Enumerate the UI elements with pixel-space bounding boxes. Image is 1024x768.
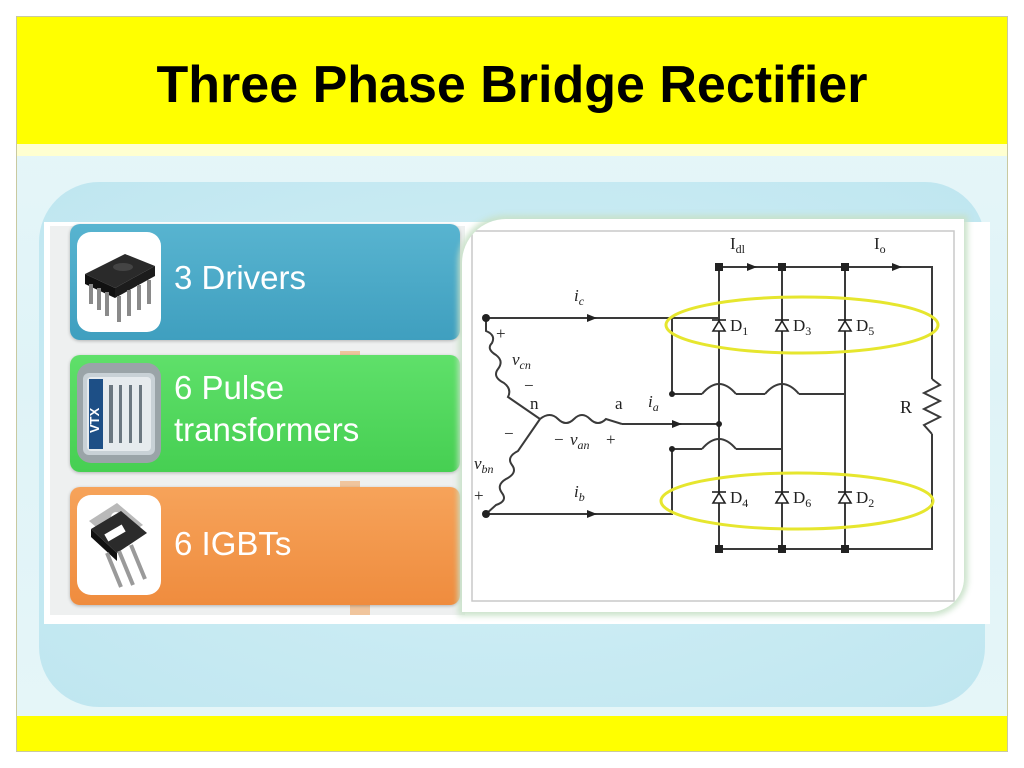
label-node-a: a bbox=[615, 394, 623, 413]
bottom-band bbox=[17, 716, 1007, 751]
list-item-drivers: 3 Drivers bbox=[70, 224, 460, 340]
label-van: van bbox=[570, 430, 590, 452]
highlight-ring-top bbox=[664, 295, 940, 355]
label-idc: Idl bbox=[730, 234, 746, 256]
list-item-igbts: 6 IGBTs bbox=[70, 487, 460, 605]
title-band bbox=[17, 17, 1007, 144]
pulse-transformer-icon: VTX bbox=[77, 363, 161, 463]
ic-chip-icon bbox=[77, 232, 161, 332]
label-diode-5: D5 bbox=[856, 316, 874, 338]
label-diode-3: D3 bbox=[793, 316, 811, 338]
label-diode-2: D2 bbox=[856, 488, 874, 510]
label-io: Io bbox=[874, 234, 886, 256]
slide-title: Three Phase Bridge Rectifier bbox=[156, 56, 868, 114]
igbt-icon bbox=[77, 495, 161, 595]
label-ic: ic bbox=[574, 286, 585, 308]
item-label: 6 Pulse transformers bbox=[174, 369, 360, 448]
diodes-bottom bbox=[711, 491, 853, 504]
circuit-junctions bbox=[482, 263, 849, 553]
slide-frame: Three Phase Bridge Rectifier bbox=[16, 16, 1008, 752]
sign-minus: − bbox=[524, 376, 534, 395]
item-label: 3 Drivers bbox=[174, 259, 307, 296]
sign-minus: − bbox=[554, 430, 564, 449]
current-arrows bbox=[587, 263, 902, 518]
label-diode-6: D6 bbox=[793, 488, 811, 510]
circuit-wires bbox=[471, 230, 955, 602]
label-ia: ia bbox=[648, 392, 659, 414]
sign-plus: + bbox=[606, 430, 616, 449]
sign-minus: − bbox=[504, 424, 514, 443]
circuit-diagram: Idl Io ic ia ib + vcn − n a − van + − vb… bbox=[462, 219, 964, 612]
label-node-n: n bbox=[530, 394, 539, 413]
item-label: 6 IGBTs bbox=[174, 525, 292, 562]
label-diode-1: D1 bbox=[730, 316, 748, 338]
diodes-top bbox=[711, 319, 853, 332]
sign-plus: + bbox=[496, 324, 506, 343]
highlight-ring-bottom bbox=[659, 471, 935, 531]
svg-text:VTX: VTX bbox=[87, 407, 102, 433]
label-vcn: vcn bbox=[512, 350, 531, 372]
circuit-labels: Idl Io ic ia ib + vcn − n a − van + − vb… bbox=[474, 234, 912, 510]
sign-plus: + bbox=[474, 486, 484, 505]
label-diode-4: D4 bbox=[730, 488, 748, 510]
list-item-pulse-transformers: VTX 6 Pulse transformers bbox=[70, 355, 460, 472]
label-vbn: vbn bbox=[474, 454, 494, 476]
title-separator bbox=[17, 144, 1007, 156]
label-ib: ib bbox=[574, 482, 585, 504]
label-load-r: R bbox=[900, 397, 912, 417]
